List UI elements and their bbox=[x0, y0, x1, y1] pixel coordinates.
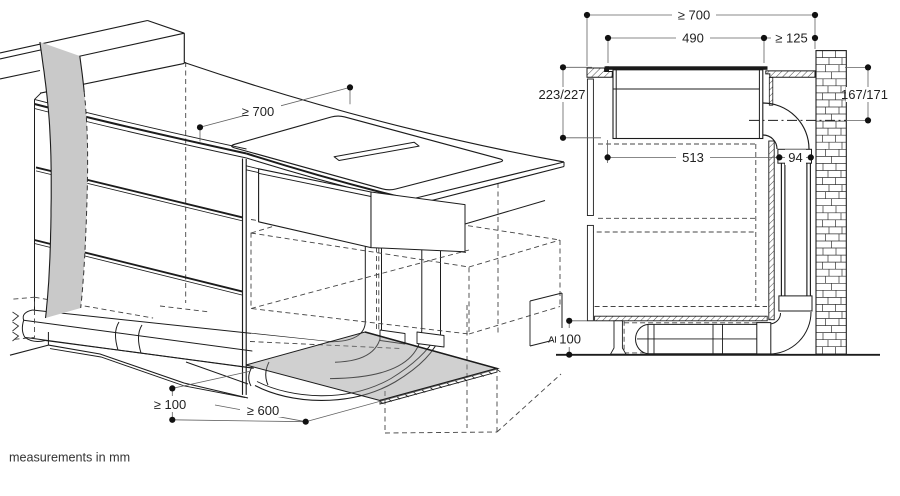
svg-text:measurements in mm: measurements in mm bbox=[9, 451, 130, 465]
svg-text:513: 513 bbox=[682, 150, 704, 165]
svg-text:≥ 600: ≥ 600 bbox=[247, 403, 279, 418]
svg-text:≥ 100: ≥ 100 bbox=[154, 397, 186, 412]
svg-text:94: 94 bbox=[788, 150, 802, 165]
svg-text:100: 100 bbox=[559, 332, 581, 347]
svg-text:490: 490 bbox=[682, 31, 704, 46]
svg-text:≥ 700: ≥ 700 bbox=[678, 8, 710, 23]
svg-text:≥ 125: ≥ 125 bbox=[775, 31, 807, 46]
svg-text:167/171: 167/171 bbox=[841, 87, 888, 102]
svg-text:223/227: 223/227 bbox=[539, 87, 586, 102]
svg-text:≥: ≥ bbox=[544, 336, 559, 343]
svg-text:≥ 700: ≥ 700 bbox=[242, 104, 274, 119]
